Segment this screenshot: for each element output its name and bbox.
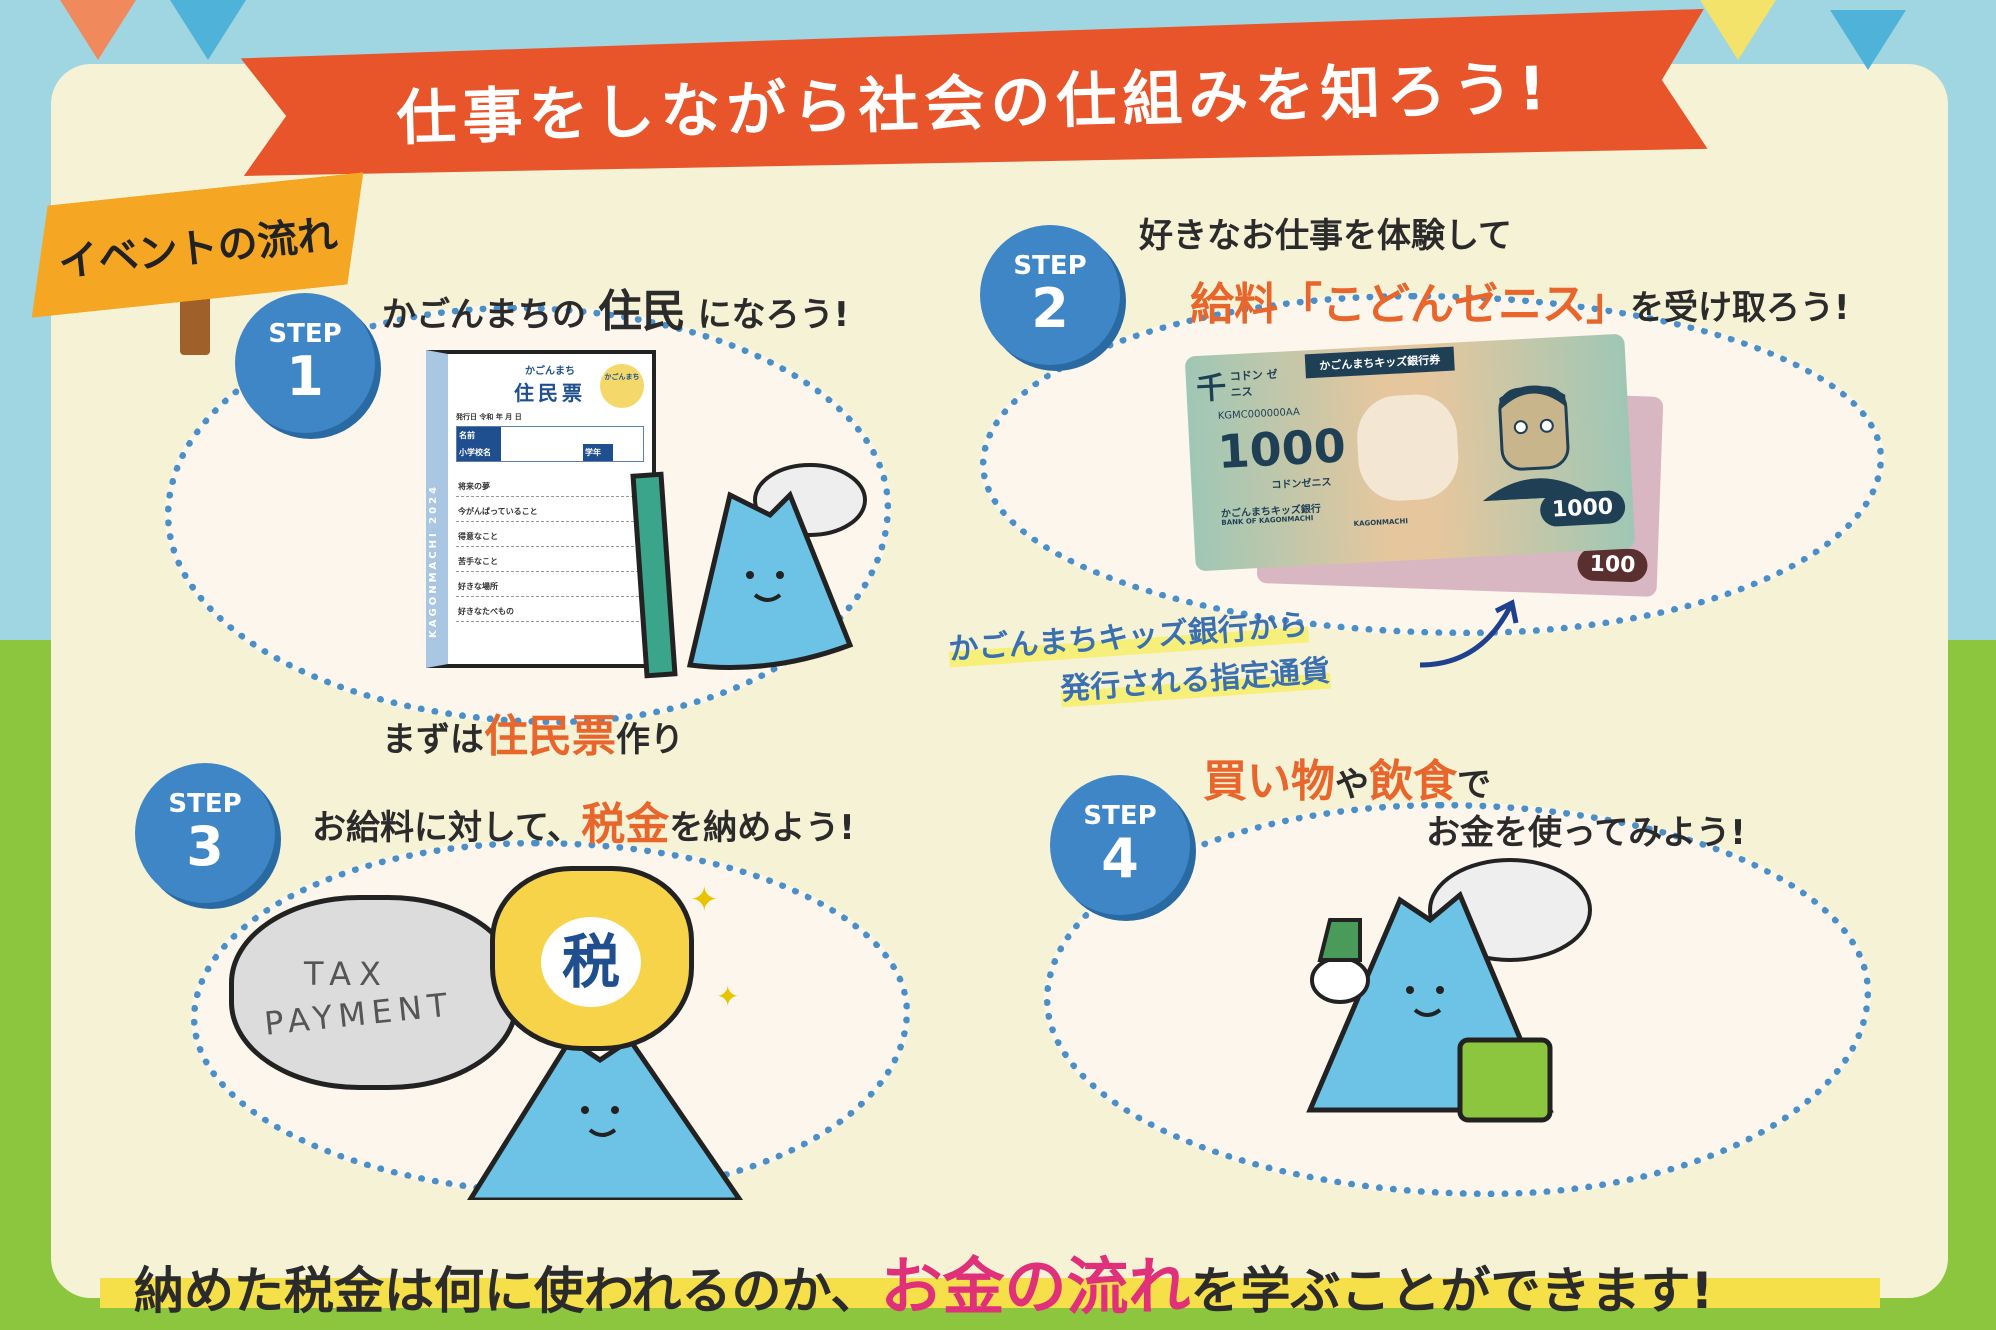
doc-row: 得意なこと [456, 522, 644, 547]
doc-row: 好きな場所 [456, 572, 644, 597]
step-label: STEP [1013, 251, 1087, 281]
footer-text: を学ぶことができます! [1190, 1262, 1714, 1320]
doc-town: かごんまち [525, 366, 575, 377]
bill-mark: KAGONMACHI [1353, 517, 1409, 529]
step4-heading-line2: お金を使ってみよう! [1426, 813, 1746, 853]
caption-emphasis: 住民票 [484, 711, 616, 762]
doc-stamp: かごんまち [600, 364, 644, 408]
caption-text: 作り [616, 720, 684, 760]
footer-highlight [100, 1278, 1880, 1308]
bill-unit-small: コドン ゼニス [1229, 367, 1278, 400]
doc-row: 将来の夢 [456, 472, 644, 497]
bill-watermark [1355, 392, 1461, 503]
tax-cloud: TAX PAYMENT [229, 895, 519, 1090]
bill-corner-value: 1000 [1539, 489, 1626, 528]
step1-caption: まずは住民票作り [382, 700, 684, 764]
heading-text: を納めよう! [669, 808, 855, 848]
tax-bag: 税 [490, 866, 694, 1051]
bill-kanji: 千 [1195, 370, 1228, 408]
step-number: 2 [1031, 277, 1069, 340]
step2-heading-line2: 給料「こどんゼニス」を受け取ろう! [1190, 268, 1850, 332]
bill-1000: 千 コドン ゼニス かごんまちキッズ銀行券 KGMC000000AA 1000 … [1184, 333, 1636, 572]
bill-portrait [1482, 385, 1593, 502]
step1-heading: かごんまちの 住民 になろう! [382, 275, 849, 339]
step3-heading: お給料に対して、税金を納めよう! [312, 788, 855, 852]
bill-value: 1000 [1216, 418, 1347, 480]
sparkle-icon: ✦ [716, 980, 740, 1013]
bunting-flag [1700, 0, 1776, 60]
step-label: STEP [168, 789, 242, 819]
step4-heading-line1: 買い物や飲食で [1203, 745, 1491, 809]
tax-bag-label: 税 [541, 917, 641, 1007]
doc-name-label: 名前 [457, 427, 501, 444]
heading-text: お給料に対して、 [312, 808, 582, 848]
doc-issued: 発行日 令和 年 月 日 [456, 413, 522, 421]
footer-text: 納めた税金は何に使われるのか、 [134, 1262, 881, 1320]
sparkle-icon: ✦ [690, 880, 719, 920]
mountain-character-shopping [1306, 858, 1592, 1123]
heading-emphasis: 給料「こどんゼニス」 [1190, 279, 1630, 330]
step2-heading-line1: 好きなお仕事を体験して [1139, 216, 1512, 256]
footer-message: 納めた税金は何に使われるのか、お金の流れを学ぶことができます! [134, 1236, 1713, 1326]
bunting-flag [1830, 10, 1906, 70]
step-number: 4 [1101, 827, 1139, 890]
curved-arrow-icon [1419, 599, 1519, 668]
step-label: STEP [268, 319, 342, 349]
footer-emphasis: お金の流れ [880, 1250, 1191, 1323]
heading-text: で [1457, 765, 1491, 805]
caption-text: まずは [382, 720, 484, 760]
doc-school-label: 小学校名 [457, 444, 501, 461]
sign-label: イベントの流れ [56, 211, 340, 287]
step-number: 1 [286, 345, 324, 408]
bill-serial: KGMC000000AA [1217, 406, 1301, 422]
step-label: STEP [1083, 801, 1157, 831]
mountain-character-with-pencil [630, 463, 867, 679]
heading-text: かごんまちの [382, 295, 598, 335]
heading-emphasis: 住民 [597, 286, 686, 337]
heading-emphasis: 買い物 [1203, 756, 1335, 807]
doc-row: 苦手なこと [456, 547, 644, 572]
page-title: 仕事をしながら社会の仕組みを知ろう! [395, 53, 1553, 154]
cloud-text: PAYMENT [262, 985, 455, 1043]
doc-grade-label: 学年 [583, 444, 613, 461]
resident-card-illustration: KAGONMACHI 2024 かごんまち かごんまち 住民票 発行日 令和 年… [426, 350, 656, 668]
doc-title: 住民票 [514, 381, 586, 405]
heading-emphasis: 飲食 [1369, 756, 1457, 807]
heading-text: になろう! [685, 295, 850, 335]
bill-unit: コドンゼニス [1271, 477, 1332, 492]
bunting-flag [170, 0, 246, 60]
doc-table: 名前 小学校名 学年 [456, 426, 644, 462]
bunting-flag [60, 0, 136, 60]
bill-ribbon: かごんまちキッズ銀行券 [1304, 346, 1455, 379]
bill-100-value: 100 [1576, 547, 1649, 583]
heading-emphasis: 税金 [581, 799, 670, 850]
doc-row: 今がんばっていること [456, 497, 644, 522]
step-number: 3 [186, 815, 224, 878]
cloud-text: TAX [304, 955, 389, 993]
heading-text: や [1335, 765, 1369, 805]
doc-side-text: KAGONMACHI 2024 [428, 484, 439, 638]
doc-rows: 将来の夢 今がんばっていること 得意なこと 苦手なこと 好きな場所 好きなたべも… [456, 472, 644, 622]
doc-row: 好きなたべもの [456, 597, 644, 622]
heading-text: を受け取ろう! [1630, 288, 1850, 328]
